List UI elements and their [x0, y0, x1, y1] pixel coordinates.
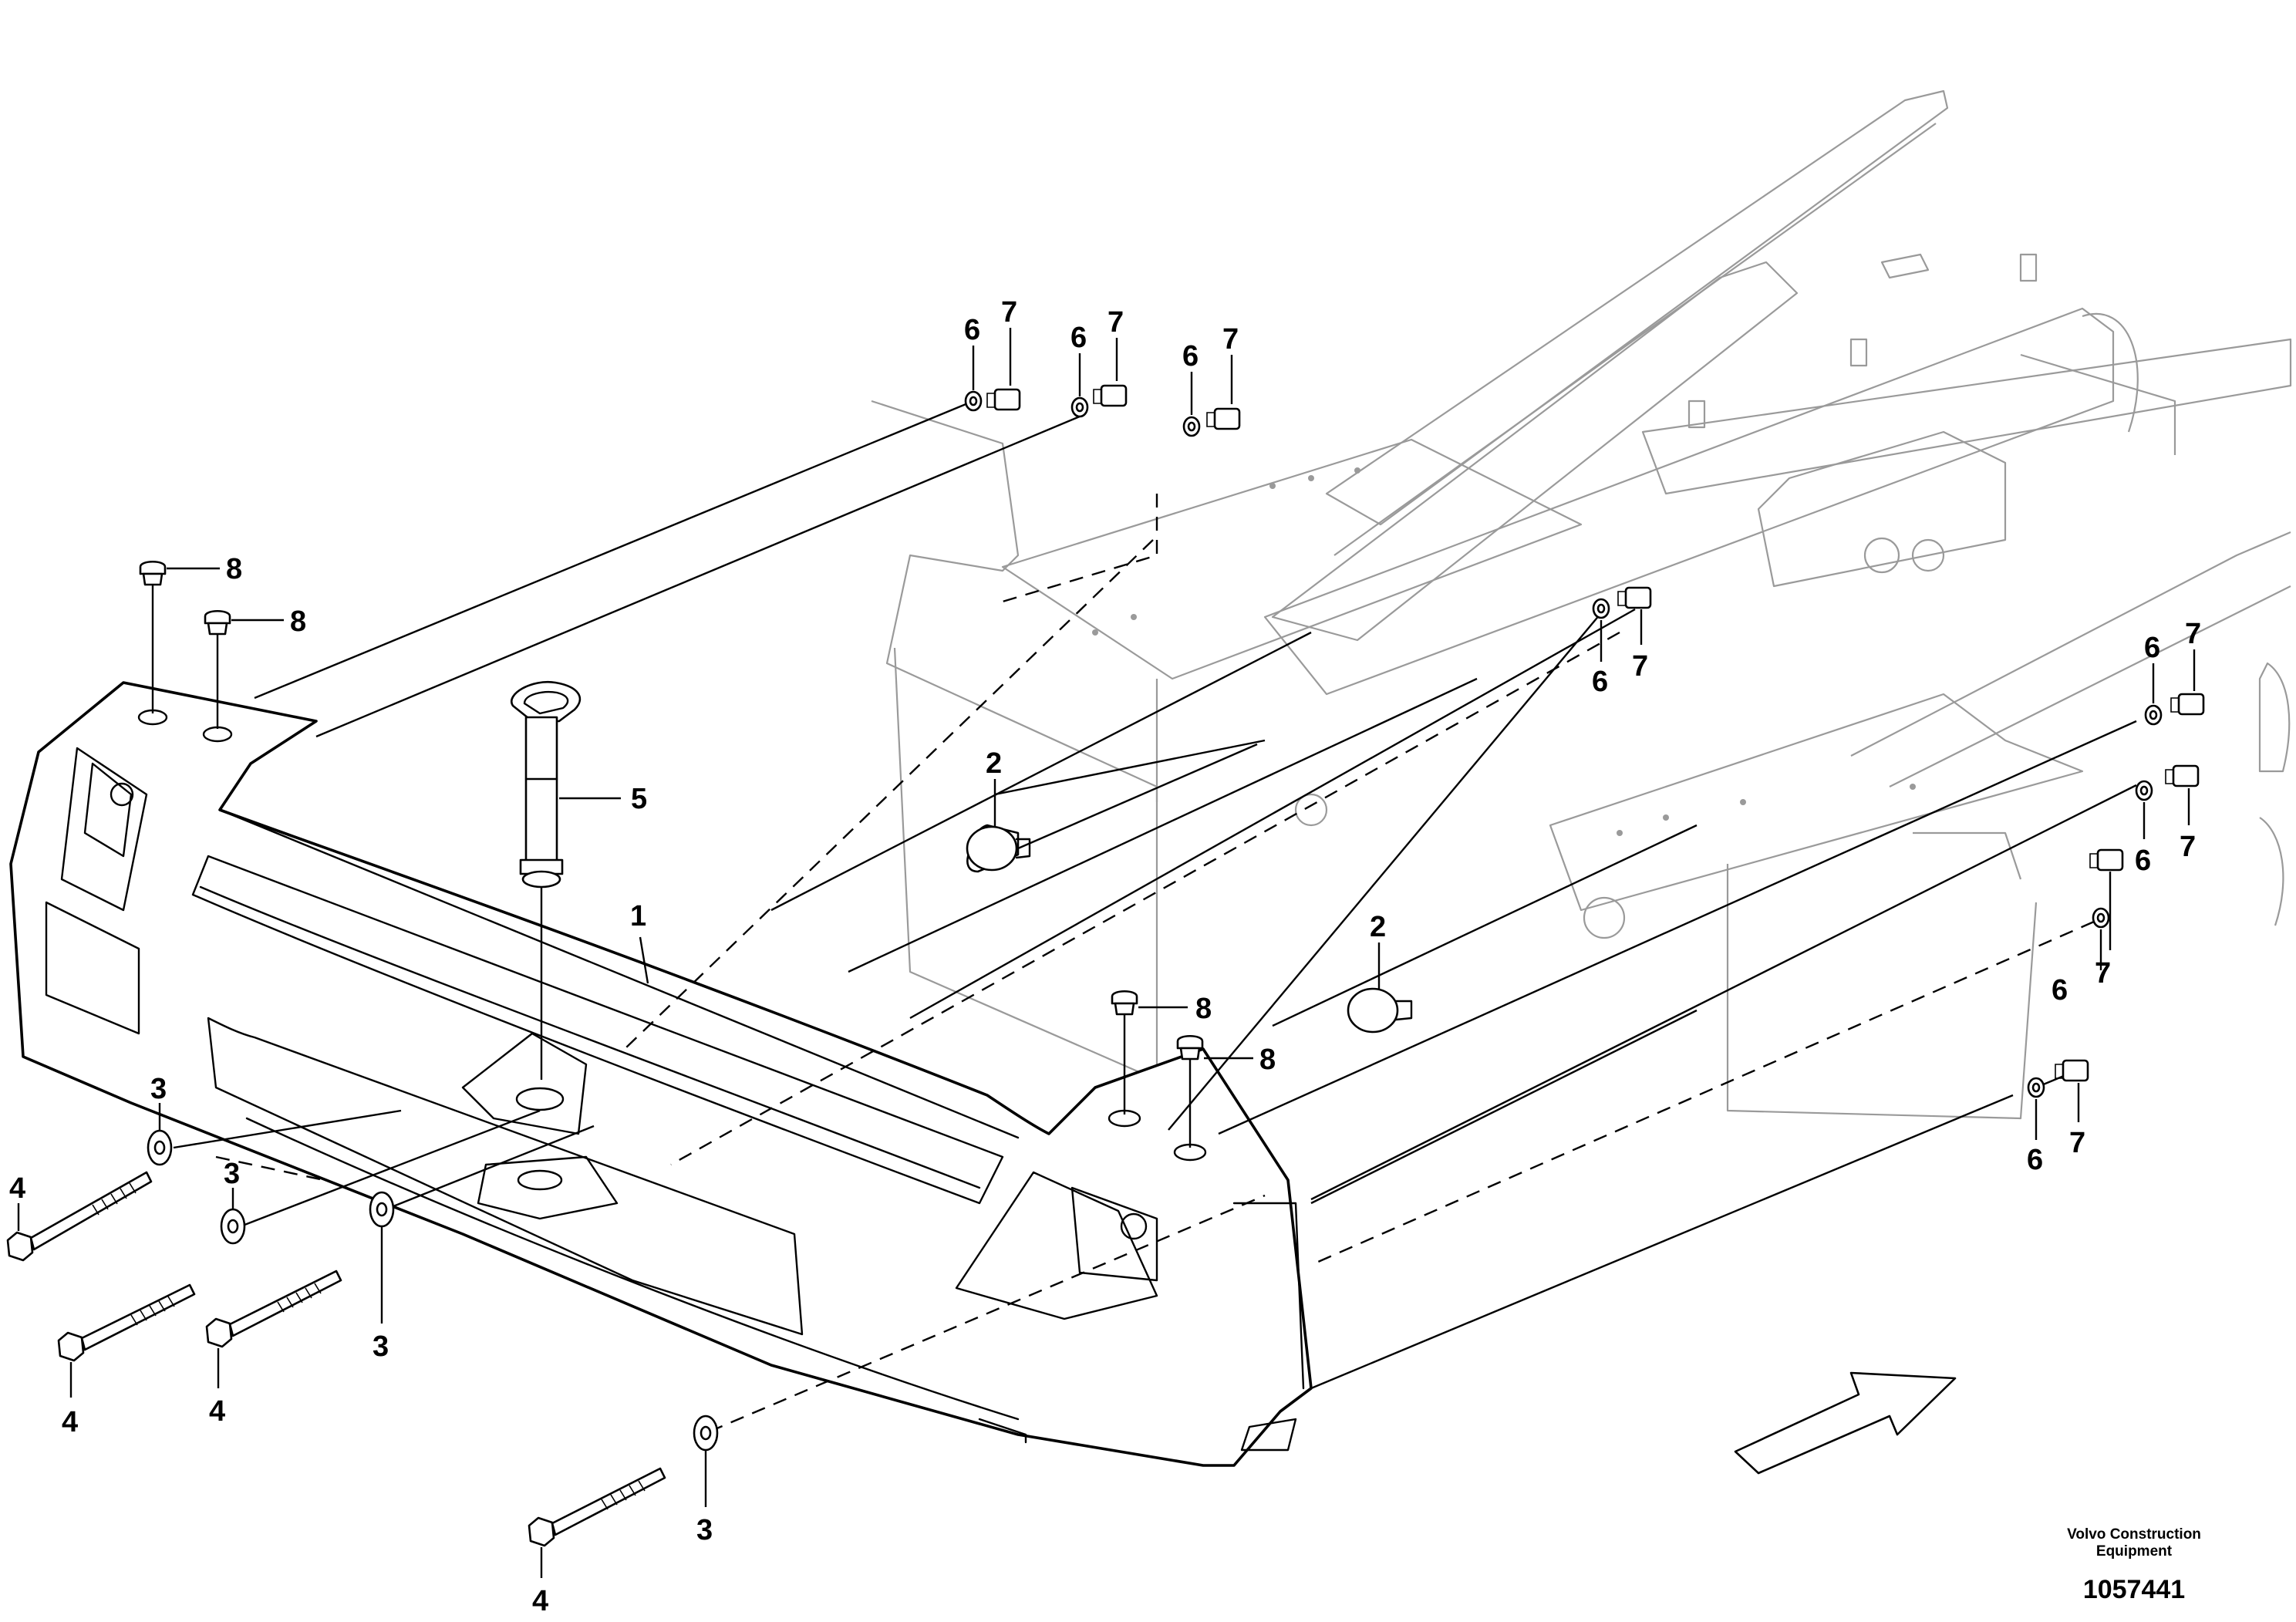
forward-direction-arrow-icon	[1734, 1371, 1957, 1475]
callout-7: 7	[1108, 306, 1124, 339]
machine-frame	[871, 89, 2292, 1120]
plug-8a	[139, 560, 167, 586]
bolt-7a	[986, 388, 1021, 411]
bolt-7b	[1093, 384, 1128, 407]
counterweight-bumper	[9, 681, 1313, 1467]
callout-7: 7	[1001, 296, 1017, 329]
callout-4: 4	[209, 1395, 225, 1428]
callout-8: 8	[1259, 1044, 1276, 1076]
callout-8: 8	[1195, 993, 1212, 1025]
washer-6c	[1182, 416, 1201, 437]
washer-6h	[2027, 1077, 2045, 1098]
buffer-2b	[1347, 987, 1413, 1034]
washer-3d	[693, 1415, 719, 1452]
washer-6b	[1070, 396, 1089, 418]
drawing-number: 1057441	[2082, 1575, 2186, 1604]
bolt-7e	[2170, 693, 2205, 716]
callout-6: 6	[1592, 666, 1608, 698]
callout-6: 6	[2144, 632, 2160, 664]
bolt-4a	[6, 1171, 153, 1262]
bolt-7f	[2165, 764, 2200, 787]
washer-3a	[147, 1129, 173, 1166]
callout-8: 8	[226, 553, 242, 585]
bolt-7d	[1617, 586, 1652, 609]
callout-6: 6	[2135, 845, 2151, 877]
plug-8c	[1111, 990, 1138, 1016]
leader-lines	[17, 328, 2196, 1578]
callout-3: 3	[373, 1330, 389, 1363]
bolt-7c	[1206, 407, 1241, 430]
callout-2: 2	[1370, 911, 1386, 943]
assembly-axis-lines	[151, 400, 2137, 1433]
callout-3: 3	[696, 1514, 713, 1546]
bolt-4c	[205, 1270, 342, 1348]
washer-6d	[1592, 598, 1610, 619]
callout-7: 7	[2185, 618, 2201, 650]
manufacturer-label: Volvo Construction Equipment	[2067, 1526, 2201, 1560]
washer-3b	[220, 1208, 246, 1245]
callout-6: 6	[964, 314, 980, 346]
hardware	[6, 384, 2205, 1547]
callout-7: 7	[2180, 831, 2196, 863]
callout-7: 7	[2095, 957, 2111, 990]
callout-6: 6	[1182, 340, 1199, 373]
callout-7: 7	[1222, 323, 1239, 356]
callout-labels: 1 2 2 3 3 3 3 4 4 4 4 5 6 6 6 6 6 6 6 6 …	[9, 296, 2201, 1617]
callout-5: 5	[631, 783, 647, 815]
plug-8d	[1176, 1034, 1204, 1061]
buffer-2a	[966, 824, 1031, 873]
washer-6e	[2144, 704, 2163, 726]
callout-3: 3	[150, 1073, 167, 1105]
callout-4: 4	[532, 1585, 548, 1617]
callout-1: 1	[630, 900, 646, 932]
callout-4: 4	[62, 1406, 78, 1438]
washer-6f	[2135, 780, 2153, 801]
bolt-7g	[2089, 848, 2124, 872]
bolt-4d	[528, 1467, 666, 1547]
callout-6: 6	[1070, 322, 1087, 354]
lock-pin-5	[511, 680, 582, 889]
callout-7: 7	[1632, 650, 1648, 683]
callout-2: 2	[986, 747, 1002, 780]
washer-6a	[964, 390, 983, 412]
bolt-7h	[2055, 1059, 2089, 1082]
callout-6: 6	[2027, 1144, 2043, 1176]
washer-3c	[369, 1191, 395, 1228]
callout-3: 3	[224, 1158, 240, 1190]
bolt-4b	[57, 1283, 196, 1362]
callout-4: 4	[9, 1172, 25, 1205]
washer-6g	[2092, 907, 2110, 929]
callout-8: 8	[290, 605, 306, 638]
callout-6: 6	[2052, 974, 2068, 1007]
callout-7: 7	[2069, 1127, 2085, 1159]
plug-8b	[204, 609, 231, 636]
